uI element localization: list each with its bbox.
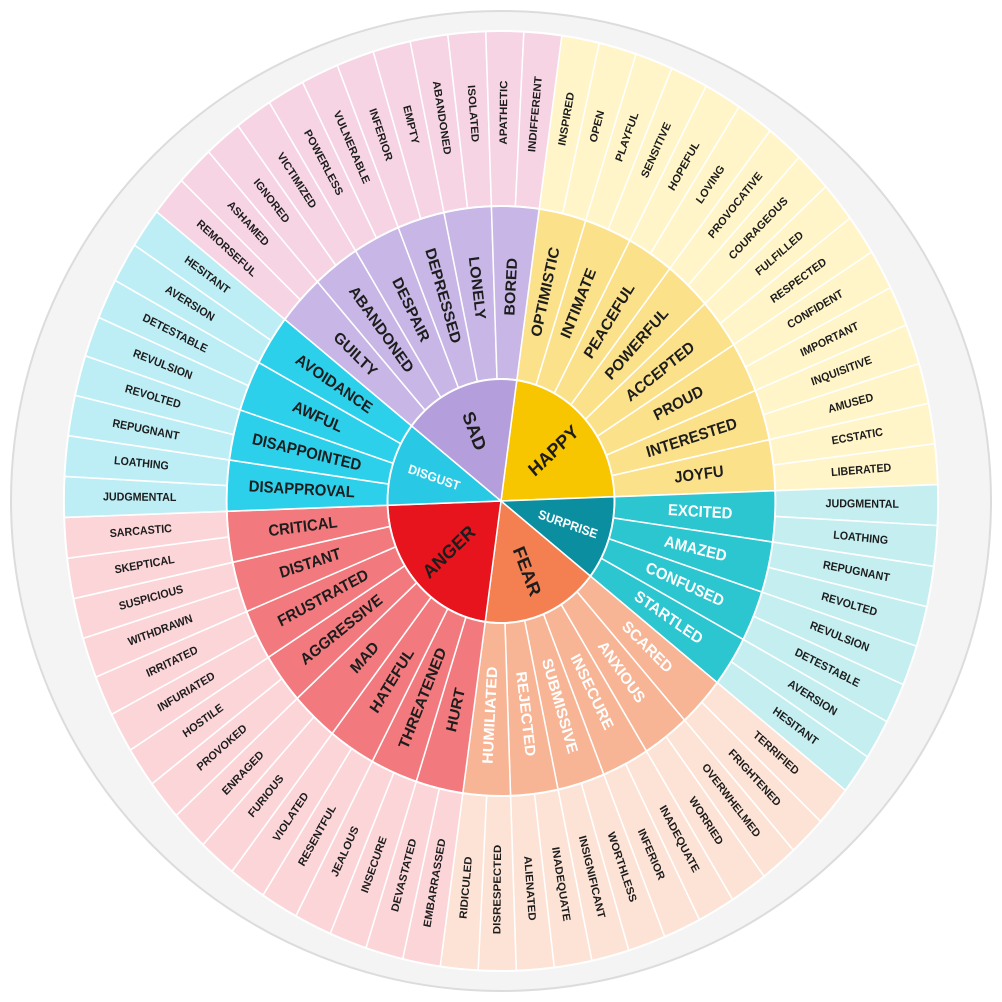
outer-label-fear: ALIENATED bbox=[521, 855, 537, 921]
outer-label-sad: ISOLATED bbox=[465, 85, 481, 143]
outer-label-disgust: JUDGMENTAL bbox=[103, 491, 177, 504]
middle-label-disgust: DISAPPROVAL bbox=[248, 478, 355, 502]
outer-label-disgust: LOATHING bbox=[113, 455, 169, 473]
middle-label-fear: HUMILIATED bbox=[480, 666, 501, 764]
middle-label-surprise: EXCITED bbox=[668, 502, 733, 523]
outer-label-anger: SARCASTIC bbox=[109, 523, 172, 541]
middle-label-sad: LONELY bbox=[465, 256, 489, 322]
middle-label-sad: BORED bbox=[502, 258, 521, 317]
ring-separator bbox=[225, 205, 777, 797]
outer-label-surprise: LOATHING bbox=[833, 529, 889, 547]
outer-label-fear: DISRESPECTED bbox=[492, 845, 504, 934]
outer-label-surprise: JUDGMENTAL bbox=[826, 498, 900, 511]
outer-label-happy: LIBERATED bbox=[831, 462, 892, 479]
ring-separator bbox=[386, 378, 616, 624]
outer-label-fear: RIDICULED bbox=[458, 856, 475, 919]
outer-label-sad: APATHETIC bbox=[498, 80, 510, 144]
ring-separator bbox=[62, 30, 940, 972]
middle-label-happy: JOYFU bbox=[673, 463, 724, 487]
